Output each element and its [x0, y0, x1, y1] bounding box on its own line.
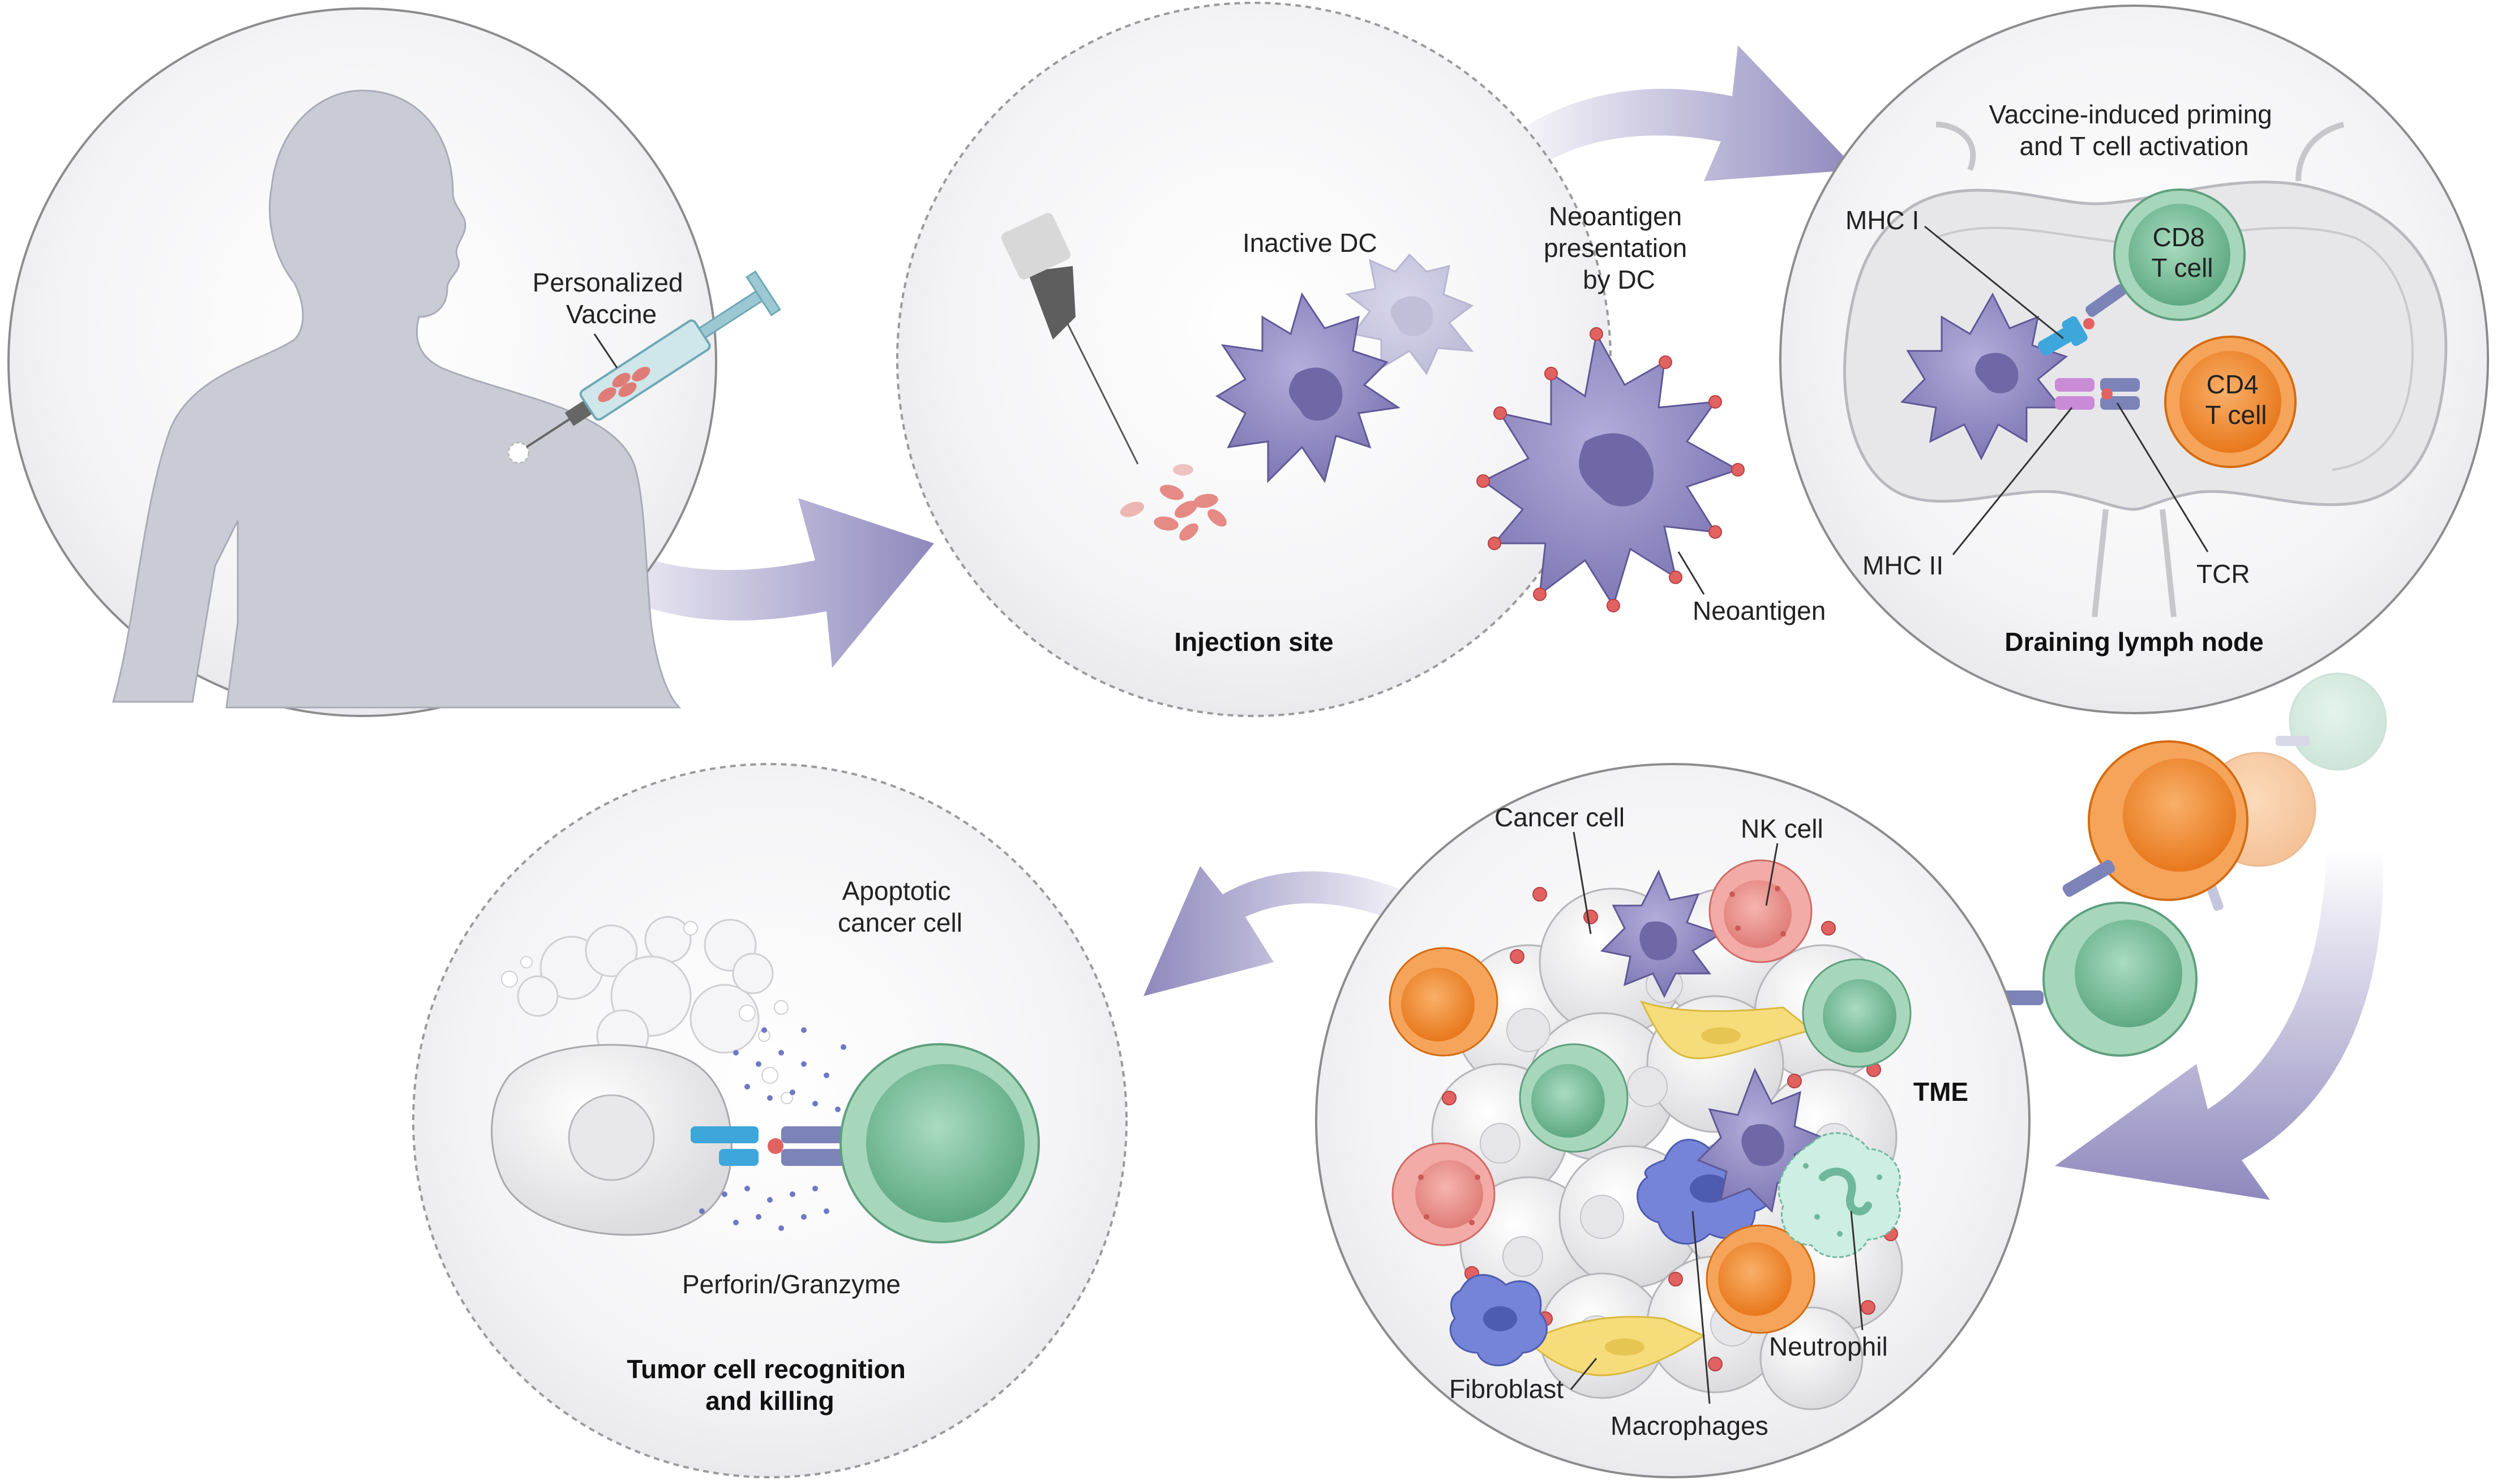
lead-vaccine — [593, 333, 618, 368]
immune-synapse — [691, 1126, 849, 1166]
presenting-dendritic-cell — [1476, 327, 1745, 612]
panel-injection: Inactive DC Neoantigen presentat — [896, 2, 1826, 717]
tme-cd8-t-cell — [1519, 958, 1912, 1153]
mhc-ii-receptor — [2055, 378, 2095, 410]
injection-point — [507, 441, 530, 464]
lymph-dendritic-cell — [1900, 292, 2068, 461]
label-cd4-t-cell: CD4 T cell — [2205, 370, 2267, 430]
label-neutrophil: Neutrophil — [1769, 1332, 1888, 1361]
needle-icon — [1001, 213, 1139, 465]
lead-mhc1 — [1924, 225, 2064, 340]
label-mhc-ii: MHC II — [1862, 551, 1943, 580]
migrating-cd8-faint — [2276, 672, 2387, 771]
label-mhc-i: MHC I — [1845, 205, 1919, 235]
faded-dendritic-cell — [1345, 253, 1474, 375]
syringe-icon — [525, 270, 781, 448]
human-silhouette — [112, 89, 682, 709]
migrating-cd8 — [1987, 902, 2198, 1057]
killer-t-cell — [840, 1043, 1040, 1243]
arrow-lymph-to-tme — [2055, 849, 2384, 1200]
title-injection-site: Injection site — [1174, 627, 1333, 657]
heading-priming: Vaccine-induced priming and T cell activ… — [1989, 100, 2279, 161]
lead-neutrophil — [1850, 1211, 1864, 1331]
label-perforin-granzyme: Perforin/Granzyme — [682, 1269, 901, 1299]
lead-cancer-cell — [1573, 831, 1592, 934]
label-cancer-cell: Cancer cell — [1494, 803, 1625, 832]
neutrophil-cell — [1778, 1132, 1901, 1258]
flow-arrows — [560, 45, 2384, 1200]
cd4-t-cell — [2164, 336, 2297, 468]
lead-tcr — [2116, 402, 2209, 552]
migrating-cd4 — [2062, 740, 2248, 901]
arrow-injection-to-lymph — [1494, 45, 1857, 181]
fibroblast-cell — [1527, 1000, 1814, 1376]
title-tme: TME — [1913, 1077, 1968, 1106]
title-draining-lymph-node: Draining lymph node — [2005, 627, 2263, 657]
lead-macrophages — [1691, 1211, 1711, 1404]
lead-neoantigen — [1677, 551, 1705, 595]
target-cancer-cell — [491, 1044, 733, 1236]
apoptotic-bubbles — [517, 916, 774, 1062]
arrow-tme-to-killing — [1143, 866, 1438, 996]
arrow-vaccine-to-injection — [560, 498, 934, 668]
label-nk-cell: NK cell — [1741, 814, 1823, 843]
nk-cell — [1391, 859, 1813, 1246]
label-cd8-t-cell: CD8 T cell — [2151, 222, 2213, 282]
inactive-dendritic-cell — [1215, 292, 1401, 483]
lead-fibroblast — [1570, 1358, 1597, 1390]
label-apoptotic-cancer-cell: Apoptotic cancer cell — [838, 876, 962, 937]
label-fibroblast: Fibroblast — [1449, 1374, 1564, 1404]
panel-vaccine: Personalized Vaccine — [7, 7, 781, 717]
lead-nk-cell — [1765, 843, 1779, 906]
panel-lymph-node: Vaccine-induced priming and T cell activ… — [1779, 5, 2489, 714]
tme-cd4-t-cell — [1389, 947, 1815, 1334]
label-neoantigen: Neoantigen — [1693, 596, 1826, 625]
perforin-granzyme-dots — [699, 1027, 846, 1231]
label-inactive-dc: Inactive DC — [1243, 228, 1377, 258]
panel-tme: Cancer cell NK cell TME Neutrophil Fibro… — [1315, 763, 2031, 1478]
panel-killing: Apoptotic cancer cell Perforin/Granzyme … — [412, 763, 1128, 1478]
tcr-cd8 — [2083, 284, 2126, 329]
lead-mhc2 — [1952, 407, 2073, 555]
label-personalized-vaccine: Personalized Vaccine — [533, 268, 691, 329]
title-tumor-cell-killing: Tumor cell recognition and killing — [627, 1354, 913, 1416]
label-macrophages: Macrophages — [1611, 1411, 1768, 1440]
tcr-cd4 — [2100, 378, 2140, 410]
label-neoantigen-presentation: Neoantigen presentation by DC — [1544, 201, 1694, 294]
mhc-i-receptor — [2037, 316, 2088, 356]
migrating-t-cells — [1987, 672, 2387, 1057]
label-tcr: TCR — [2196, 559, 2250, 589]
released-neoantigens — [1120, 464, 1227, 541]
cd8-t-cell — [2113, 188, 2246, 321]
